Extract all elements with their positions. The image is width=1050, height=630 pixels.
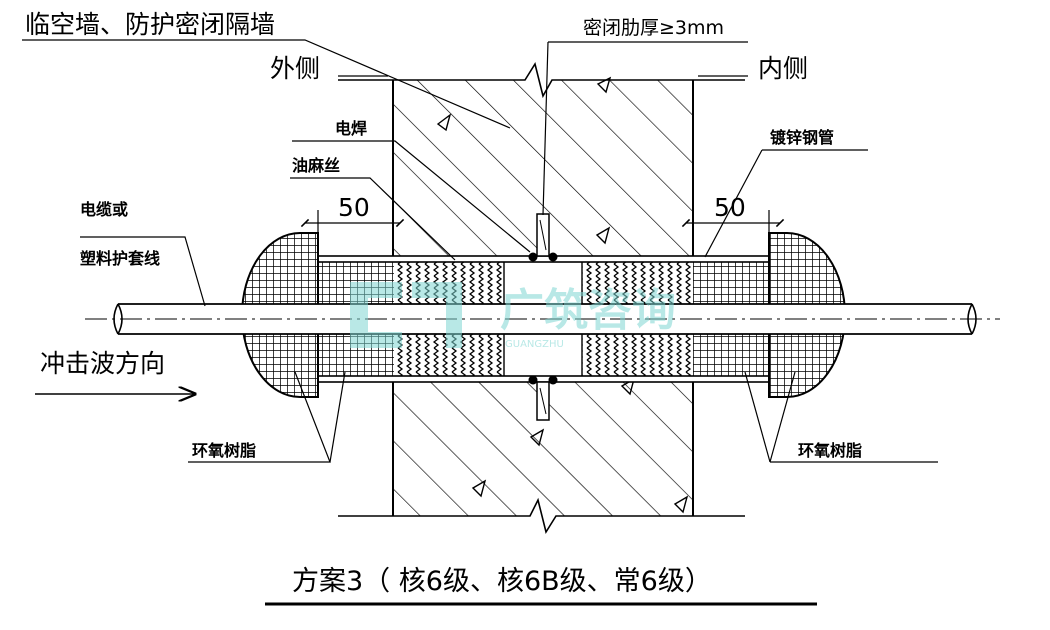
- labels: 临空墙、防护密闭隔墙 密闭肋厚≥3mm 外侧 内侧 电焊 油麻丝 镀锌钢管 电缆…: [25, 10, 862, 597]
- cable-label-line2: 塑料护套线: [80, 249, 160, 268]
- dimension-right-value: 50: [714, 193, 746, 222]
- diagram-caption: 方案3（ 核6级、核6B级、常6级）: [292, 566, 712, 597]
- weld-dots: [528, 252, 558, 385]
- watermark-subtext: GUANGZHU: [505, 339, 564, 350]
- weld-label: 电焊: [335, 119, 367, 138]
- dimension-left: [300, 210, 405, 252]
- oakum-label: 油麻丝: [292, 156, 340, 175]
- dimension-right: [681, 210, 785, 252]
- galvanized-pipe-label: 镀锌钢管: [770, 128, 834, 147]
- dimension-left-value: 50: [338, 193, 370, 222]
- watermark: 广筑咨询 GUANGZHU: [350, 282, 676, 350]
- cable-label-line1: 电缆或: [80, 200, 128, 219]
- watermark-text: 广筑咨询: [500, 285, 676, 336]
- epoxy-label-right: 环氧树脂: [798, 441, 862, 460]
- wall-title: 临空墙、防护密闭隔墙: [25, 10, 275, 39]
- shockwave-direction-label: 冲击波方向: [40, 349, 165, 378]
- rib-thickness-note: 密闭肋厚≥3mm: [583, 17, 724, 39]
- outside-label: 外侧: [270, 54, 320, 83]
- inside-label: 内侧: [758, 54, 808, 83]
- cable: [85, 303, 1000, 335]
- watermark-logo-icon: [350, 282, 462, 348]
- epoxy-label-left: 环氧树脂: [192, 441, 256, 460]
- leader-lines: [22, 39, 938, 463]
- sealing-rib: [528, 213, 558, 421]
